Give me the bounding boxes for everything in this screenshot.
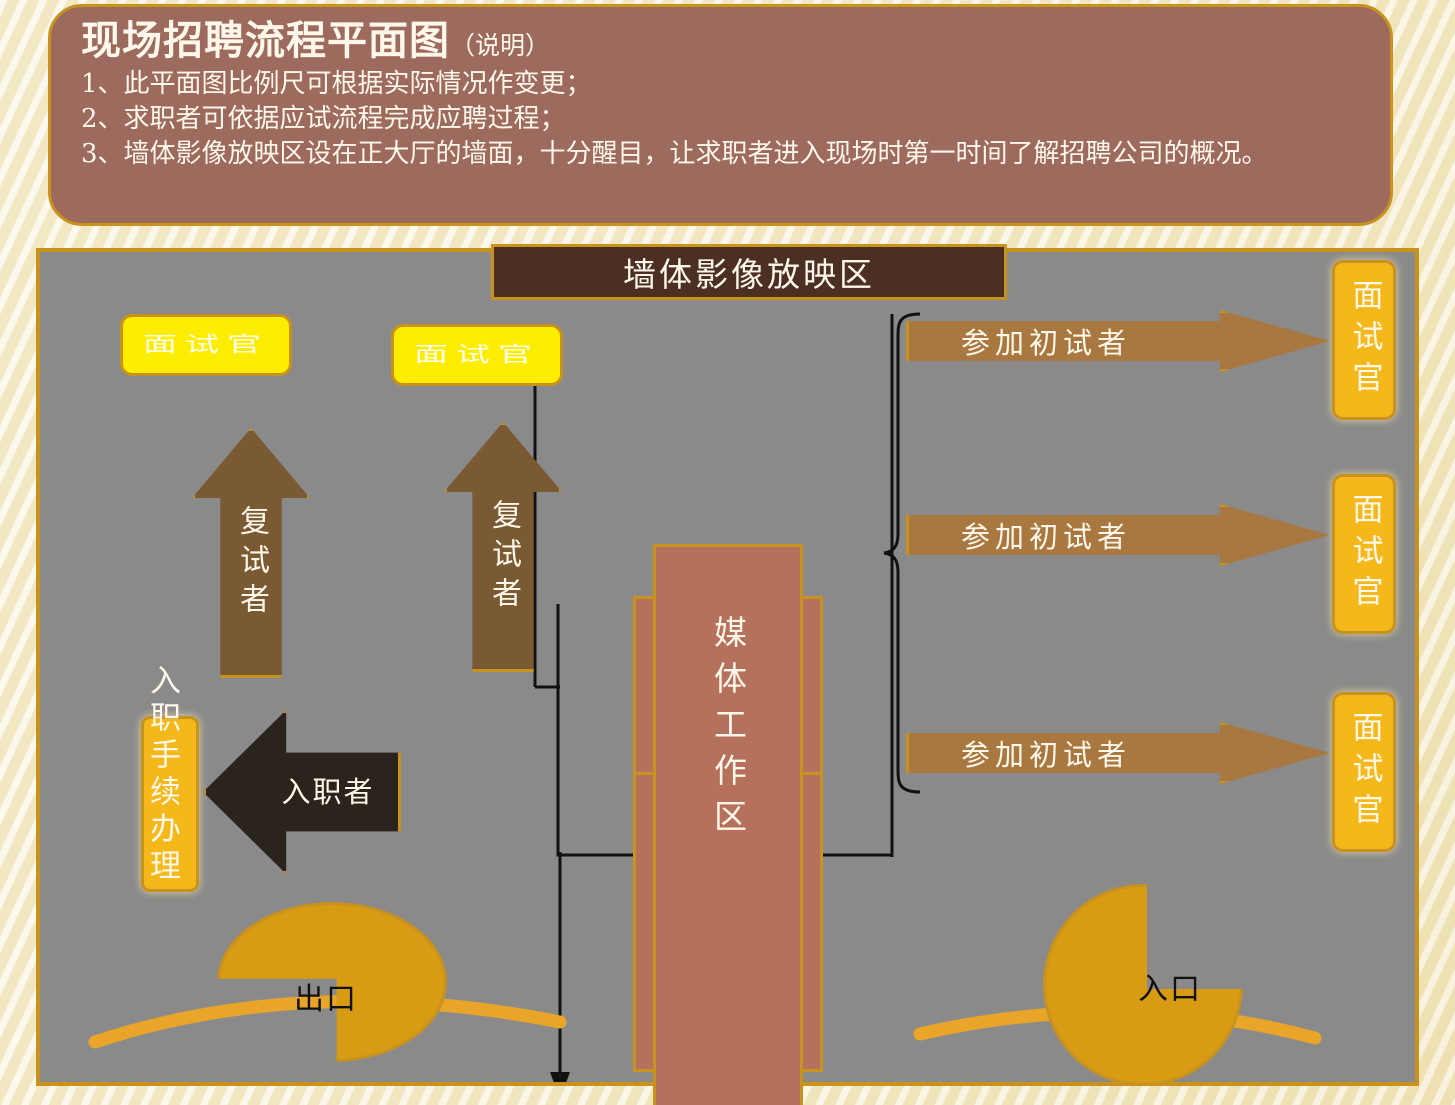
new-hire-arrow-label: 入职者 bbox=[281, 774, 375, 809]
description-line-3: 3、墙体影像放映区设在正大厅的墙面，十分醒目，让求职者进入现场时第一时间了解招聘… bbox=[81, 138, 1268, 169]
interviewer-chip-left-label: 面试官 bbox=[143, 331, 269, 357]
first-interview-arrow-2: 参加初试者 bbox=[906, 504, 1330, 566]
media-work-area: 媒体工作区 bbox=[653, 544, 803, 1105]
second-interview-arrow-1: 复试者 bbox=[192, 428, 310, 678]
interviewer-box-3-label: 面试官 bbox=[1346, 710, 1383, 834]
page-title-main: 现场招聘流程平面图 bbox=[81, 17, 450, 64]
page-title: 现场招聘流程平面图（说明） bbox=[81, 17, 1364, 65]
interviewer-box-1[interactable]: 面试官 bbox=[1332, 260, 1396, 420]
first-interview-arrow-3: 参加初试者 bbox=[906, 722, 1330, 784]
interviewer-box-2-label: 面试官 bbox=[1346, 492, 1383, 616]
description-line-1: 1、此平面图比例尺可根据实际情况作变更； bbox=[81, 69, 592, 99]
first-interview-arrow-3-label: 参加初试者 bbox=[961, 738, 1132, 772]
entry-door-label: 入口 bbox=[1138, 972, 1202, 1007]
exit-door-label: 出口 bbox=[294, 982, 358, 1017]
floor-plan: 墙体影像放映区 面试官 面试官 面试官 面试官 面试官 参加初试者 bbox=[36, 244, 1419, 1105]
new-hire-arrow: 入职者 bbox=[203, 710, 401, 874]
interviewer-chip-right-label: 面试官 bbox=[414, 341, 540, 367]
interviewer-box-2[interactable]: 面试官 bbox=[1332, 474, 1396, 634]
page-title-suffix: （说明） bbox=[450, 31, 551, 60]
interviewer-chip-left[interactable]: 面试官 bbox=[120, 314, 292, 376]
interviewer-chip-right[interactable]: 面试官 bbox=[391, 324, 563, 386]
interviewer-box-3[interactable]: 面试官 bbox=[1332, 692, 1396, 852]
description-line-2: 2、求职者可依据应试流程完成应聘过程； bbox=[81, 103, 566, 134]
interviewer-box-1-label: 面试官 bbox=[1346, 278, 1383, 402]
onboarding-desk-box[interactable] bbox=[141, 716, 199, 892]
media-work-area-label: 媒体工作区 bbox=[708, 615, 748, 845]
second-interview-arrow-1-label: 复试者 bbox=[234, 505, 269, 622]
wall-video-banner: 墙体影像放映区 bbox=[491, 244, 1007, 300]
description-card: 现场招聘流程平面图（说明） 1、此平面图比例尺可根据实际情况作变更； 2、求职者… bbox=[48, 4, 1393, 226]
description-lines: 1、此平面图比例尺可根据实际情况作变更； 2、求职者可依据应试流程完成应聘过程；… bbox=[81, 67, 1364, 171]
first-interview-arrow-1: 参加初试者 bbox=[906, 310, 1330, 372]
second-interview-arrow-2: 复试者 bbox=[444, 422, 562, 672]
first-interview-arrow-2-label: 参加初试者 bbox=[961, 520, 1132, 554]
second-interview-arrow-2-label: 复试者 bbox=[486, 499, 521, 616]
first-interview-arrow-1-label: 参加初试者 bbox=[961, 326, 1132, 360]
wall-video-banner-label: 墙体影像放映区 bbox=[623, 255, 875, 294]
